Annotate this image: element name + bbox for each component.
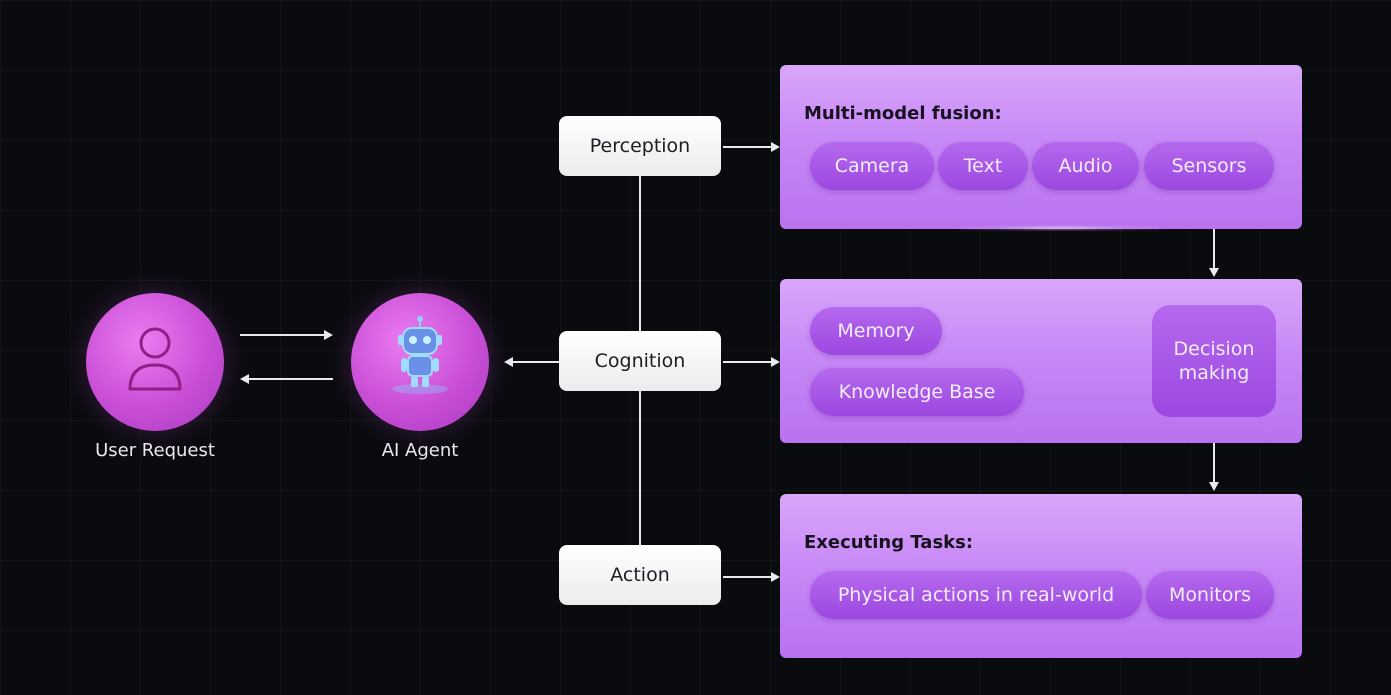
arrow-agent-to-user (249, 378, 333, 380)
memory-pill: Memory (810, 307, 942, 355)
arrow-cognition-to-action (1213, 443, 1215, 483)
robot-icon (392, 316, 448, 394)
sensors-pill: Sensors (1144, 142, 1274, 190)
arrow-perception-to-panel-head (771, 142, 780, 152)
cognition-panel: Memory Knowledge Base Decision making (780, 279, 1302, 443)
arrow-cognition-to-action-head (1209, 482, 1219, 491)
arrow-perception-to-panel (723, 146, 771, 148)
person-icon (128, 327, 182, 391)
arrow-action-to-panel-head (771, 572, 780, 582)
arrow-user-to-agent-head (324, 330, 333, 340)
perception-box: Perception (559, 116, 721, 176)
action-box: Action (559, 545, 721, 605)
knowledge-base-pill: Knowledge Base (810, 368, 1024, 416)
arrow-perception-to-cognition (1213, 229, 1215, 269)
decision-making-box: Decision making (1152, 305, 1276, 417)
user-request-node (86, 293, 224, 431)
action-panel-title: Executing Tasks: (804, 532, 974, 553)
cognition-label: Cognition (594, 350, 686, 372)
text-pill: Text (938, 142, 1028, 190)
user-request-label: User Request (95, 440, 215, 461)
perception-panel-title: Multi-model fusion: (804, 103, 1002, 124)
arrow-cognition-to-agent (513, 361, 559, 363)
ai-agent-label: AI Agent (381, 440, 459, 461)
arrow-cognition-to-panel (723, 361, 771, 363)
arrow-cognition-to-agent-head (504, 357, 513, 367)
arrow-user-to-agent (240, 334, 324, 336)
arrow-action-to-panel (723, 576, 771, 578)
arrow-perception-to-cognition-head (1209, 268, 1219, 277)
audio-pill: Audio (1032, 142, 1139, 190)
perception-panel: Multi-model fusion: Camera Text Audio Se… (780, 65, 1302, 229)
action-label: Action (610, 564, 670, 586)
cognition-box: Cognition (559, 331, 721, 391)
monitors-pill: Monitors (1146, 571, 1274, 619)
perception-label: Perception (589, 135, 691, 157)
panel-glow (960, 226, 1160, 230)
physical-actions-pill: Physical actions in real-world (810, 571, 1142, 619)
arrow-cognition-to-panel-head (771, 357, 780, 367)
action-panel: Executing Tasks: Physical actions in rea… (780, 494, 1302, 658)
camera-pill: Camera (810, 142, 934, 190)
arrow-agent-to-user-head (240, 374, 249, 384)
ai-agent-node (351, 293, 489, 431)
